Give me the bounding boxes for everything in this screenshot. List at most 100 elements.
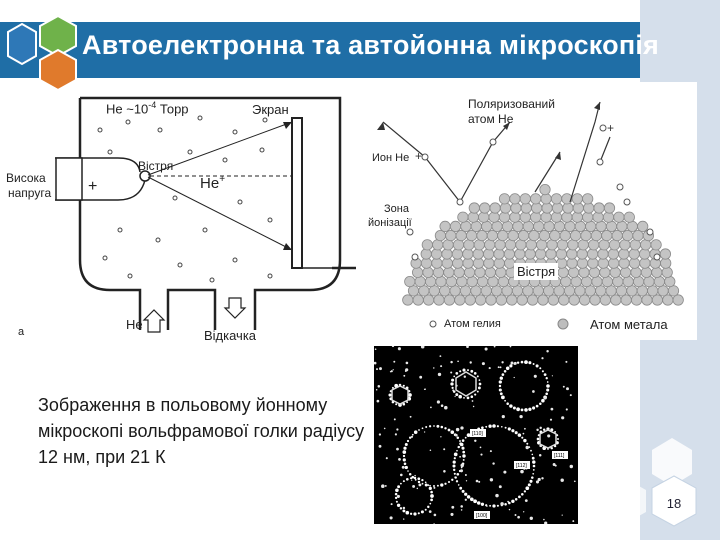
ion-spot <box>554 430 557 433</box>
metal-atom <box>422 294 435 306</box>
metal-atom <box>550 211 563 223</box>
ion-spot <box>402 509 406 513</box>
ion-spot <box>539 444 542 447</box>
metal-atom <box>602 211 615 223</box>
ion-spot <box>461 439 465 442</box>
ion-spot <box>466 396 470 400</box>
ion-spot <box>520 408 524 412</box>
metal-atom <box>485 294 497 306</box>
ion-spot <box>433 513 437 517</box>
ion-spot <box>462 458 465 461</box>
ion-spot <box>376 368 378 371</box>
metal-atom <box>577 239 589 251</box>
hex-light-icon <box>652 438 692 486</box>
trajectory-arrows <box>377 102 600 160</box>
metal-atom <box>422 266 434 278</box>
ion-spot <box>403 462 407 466</box>
metal-atom <box>497 230 509 242</box>
ion-spot <box>439 355 442 358</box>
metal-atom <box>503 248 515 260</box>
ion-spot <box>511 429 515 433</box>
ion-spot <box>408 473 412 476</box>
ion-spot <box>424 388 426 390</box>
metal-atom <box>599 294 611 306</box>
ion-spot <box>433 367 435 369</box>
ion-spot <box>537 477 541 482</box>
ionization-zone-label-1: Зона <box>384 203 409 215</box>
ion-spot <box>376 399 380 403</box>
ion-spot <box>452 389 455 392</box>
polarized-atom-label-2: атом Не <box>468 112 514 126</box>
chamber-wall <box>78 96 342 330</box>
metal-atom <box>619 239 631 251</box>
ion-spot <box>470 369 474 373</box>
metal-atom <box>558 294 570 306</box>
ion-spot <box>513 361 517 365</box>
ion-spot <box>518 495 521 499</box>
metal-atom <box>570 230 582 242</box>
ion-spot <box>471 400 474 402</box>
ion-spot <box>560 478 564 482</box>
slide-title: Автоелектронна та автойонна мікроскопія <box>82 30 660 60</box>
ion-spot <box>475 479 479 483</box>
ion-spot <box>474 439 477 443</box>
ion-spot <box>452 468 456 472</box>
ion-spot <box>398 458 401 461</box>
ion-spot <box>459 486 463 490</box>
ion-spot <box>402 458 406 462</box>
metal-atom <box>545 248 557 260</box>
helium-atoms <box>97 115 273 283</box>
ion-spot <box>500 389 502 392</box>
ion-spot <box>440 425 444 429</box>
metal-atom <box>507 230 519 242</box>
facet-label: [111] <box>554 453 565 459</box>
metal-atom <box>599 266 611 278</box>
ion-spot <box>532 363 535 365</box>
metal-atom <box>530 193 542 205</box>
ion-spot <box>561 416 565 420</box>
metal-atom <box>561 211 573 223</box>
metal-atom <box>601 230 613 242</box>
ion-spot <box>402 454 406 458</box>
ion-spot <box>496 504 499 507</box>
ion-spot <box>436 400 440 404</box>
ion-spot <box>433 486 436 489</box>
ion-spot <box>498 485 502 489</box>
metal-atom <box>518 230 530 242</box>
ion-spot <box>419 375 423 379</box>
ion-spot <box>539 426 542 430</box>
metal-atom <box>439 220 451 232</box>
ion-spot <box>450 512 454 516</box>
ion-ray-top <box>147 121 293 176</box>
high-voltage-box <box>55 157 83 201</box>
crystal-facets <box>391 371 557 449</box>
ion-spot <box>524 499 528 502</box>
metal-atom <box>443 266 455 278</box>
ion-spot <box>405 510 410 515</box>
ion-spot <box>509 404 513 408</box>
metal-atom <box>484 266 497 278</box>
ion-spot <box>453 375 456 378</box>
metal-atom <box>662 294 674 306</box>
ion-spot <box>512 406 516 410</box>
metal-atoms <box>402 184 684 306</box>
ion-spot <box>394 492 398 496</box>
metal-atom <box>643 276 655 288</box>
metal-atom <box>539 184 551 196</box>
ion-spot <box>428 486 432 491</box>
ion-spot <box>544 521 548 525</box>
metal-atom <box>571 193 583 205</box>
metal-atom <box>546 239 558 251</box>
ion-spot <box>451 378 455 382</box>
ion-spot <box>545 377 548 380</box>
ion-spot <box>458 445 461 448</box>
ion-spot <box>508 508 511 511</box>
ion-spot <box>476 375 479 378</box>
metal-atom <box>640 239 652 251</box>
metal-atom <box>433 294 445 306</box>
ion-spot <box>395 500 398 503</box>
ion-spot <box>546 349 549 353</box>
facet-label: [112] <box>516 463 527 469</box>
ion-spot <box>459 442 464 447</box>
metal-atom <box>479 202 491 214</box>
